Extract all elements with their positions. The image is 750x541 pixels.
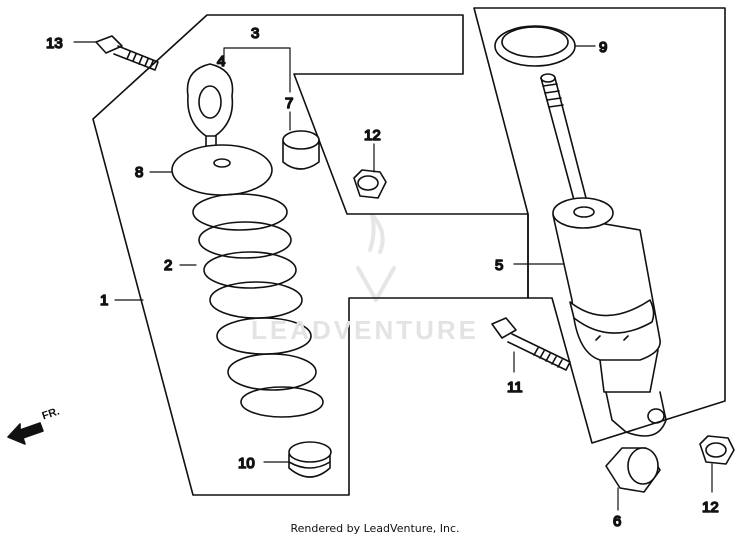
callout-6: 6: [613, 513, 621, 530]
callout-3: 3: [251, 25, 259, 42]
bolt-11: [491, 317, 571, 371]
leader-lines: [73, 41, 713, 511]
right-assembly-frame: [473, 7, 726, 444]
callout-2: 2: [164, 257, 172, 274]
upper-eye-mount: [186, 63, 234, 149]
callout-12-upper: 12: [364, 127, 381, 144]
collar-7: [282, 130, 320, 170]
callout-5: 5: [495, 257, 503, 274]
callout-9: 9: [599, 39, 607, 56]
damper-rod: [540, 73, 587, 201]
callout-10: 10: [238, 455, 255, 472]
watermark-text: LEADVENTURE: [250, 315, 479, 345]
callout-7: 7: [285, 95, 293, 112]
nut-12-lower: [699, 435, 735, 465]
callout-1: 1: [100, 292, 108, 309]
front-direction-arrow: [7, 422, 44, 445]
callout-12-lower: 12: [702, 499, 719, 516]
spring-seat-8: [171, 144, 273, 196]
bolt-13: [95, 35, 159, 71]
dust-seal-9: [494, 25, 576, 67]
bump-rubber-10: [288, 441, 332, 478]
footer-credit: Rendered by LeadVenture, Inc.: [290, 522, 460, 535]
left-assembly-frame: [92, 14, 529, 496]
shock-body-5: [552, 197, 667, 437]
callout-13: 13: [46, 35, 63, 52]
nut-12-upper: [353, 169, 387, 199]
collar-6: [605, 447, 661, 493]
coil-spring-2: [192, 193, 324, 418]
callout-4: 4: [217, 53, 225, 70]
callout-11: 11: [507, 379, 523, 396]
callout-8: 8: [135, 164, 143, 181]
watermark-emblem: [356, 213, 396, 302]
